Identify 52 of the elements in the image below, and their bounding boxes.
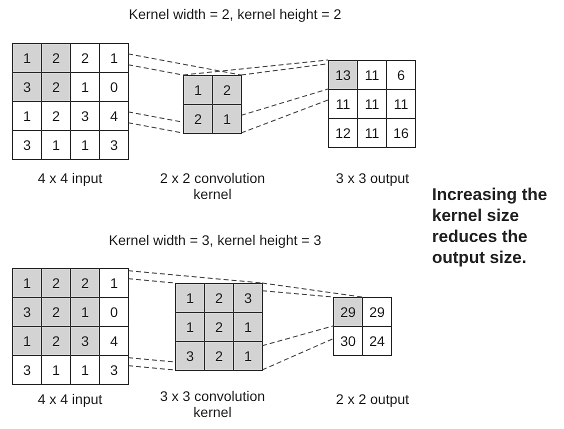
matrix-cell: 1 bbox=[70, 297, 100, 327]
projection-line bbox=[262, 326, 334, 346]
matrix-grid bbox=[175, 283, 263, 371]
node-label: 2 x 2 convolution kernel bbox=[158, 170, 266, 202]
projection-line bbox=[262, 338, 334, 370]
matrix-cell: 1 bbox=[212, 104, 242, 134]
matrix-cell: 1 bbox=[183, 75, 213, 105]
matrix-cell: 2 bbox=[41, 326, 71, 356]
projection-line bbox=[262, 290, 334, 298]
projection-line bbox=[128, 357, 176, 362]
projection-line bbox=[128, 270, 262, 284]
node-label: 4 x 4 input bbox=[36, 391, 104, 407]
node-label: 2 x 2 output bbox=[334, 391, 410, 407]
note: Increasing the kernel size reduces the output size. bbox=[432, 184, 548, 268]
matrix-cell: 2 bbox=[183, 104, 213, 134]
matrix-cell: 3 bbox=[233, 283, 263, 313]
matrix-cell: 2 bbox=[204, 283, 234, 313]
matrix-cell: 1 bbox=[233, 341, 263, 371]
matrix-cell: 1 bbox=[175, 283, 205, 313]
projection-line bbox=[128, 278, 176, 284]
projection-line bbox=[240, 88, 328, 116]
node-label: 4 x 4 input bbox=[36, 170, 104, 186]
node-label: 3 x 3 output bbox=[334, 170, 410, 186]
heading: Kernel width = 3, kernel height = 3 bbox=[108, 232, 322, 248]
projection-line bbox=[128, 365, 176, 370]
projection-line bbox=[262, 282, 362, 298]
heading: Kernel width = 2, kernel height = 2 bbox=[128, 6, 342, 22]
matrix-cell: 3 bbox=[70, 326, 100, 356]
matrix-cell: 13 bbox=[328, 60, 358, 90]
matrix-cell: 2 bbox=[204, 341, 234, 371]
matrix-cell: 2 bbox=[41, 72, 71, 102]
matrix-cell: 29 bbox=[333, 297, 363, 327]
matrix-cell: 1 bbox=[233, 312, 263, 342]
matrix-cell: 1 bbox=[175, 312, 205, 342]
matrix-cell: 1 bbox=[12, 326, 42, 356]
matrix-cell: 2 bbox=[41, 268, 71, 298]
matrix-cell: 2 bbox=[41, 43, 71, 73]
node-label: 3 x 3 convolution kernel bbox=[158, 388, 266, 420]
matrix-cell: 2 bbox=[41, 297, 71, 327]
matrix-cell: 3 bbox=[175, 341, 205, 371]
matrix-cell: 1 bbox=[12, 43, 42, 73]
projection-line bbox=[128, 53, 242, 76]
matrix-cell: 2 bbox=[204, 312, 234, 342]
matrix-cell: 2 bbox=[70, 268, 100, 298]
projection-line bbox=[240, 100, 328, 134]
projection-line bbox=[240, 63, 328, 76]
matrix-cell: 2 bbox=[212, 75, 242, 105]
matrix-cell: 3 bbox=[12, 72, 42, 102]
matrix-cell: 1 bbox=[12, 268, 42, 298]
matrix-cell: 3 bbox=[12, 297, 42, 327]
matrix-grid bbox=[183, 75, 242, 134]
projection-line bbox=[182, 60, 328, 76]
